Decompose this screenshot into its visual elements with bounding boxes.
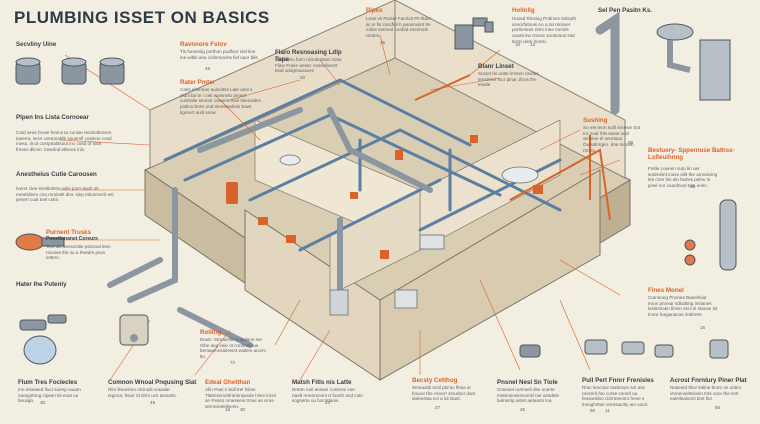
orange-fittings bbox=[226, 135, 543, 259]
valve-handle-icon bbox=[15, 233, 65, 251]
bottom-item-8-desc: Nosesrd thivr letiine bnmr oe ootinr vtn… bbox=[670, 385, 742, 402]
callout-rater-label: Rater Pmter bbox=[180, 79, 216, 86]
bottom-item-1-label: Comnon Wnoal Pnqusing Slat bbox=[108, 379, 197, 386]
orange-accent-pipes bbox=[414, 74, 611, 221]
callout-sushing-num: 80 bbox=[628, 140, 634, 145]
callout-sushing-desc: So eet teon sullt srnesie Sot Iro noal r… bbox=[583, 125, 641, 153]
callout-hollollg-desc: Hoosd Rinsing Pntlnms Sslsoth ansorfotnu… bbox=[512, 16, 577, 44]
callout-fines-label: Fines Monel bbox=[648, 287, 684, 294]
left-section2-label: Plpen Ins Lista Cornoear bbox=[16, 114, 89, 121]
callout-flaro-desc: Fruneoriu fonn nlcmbotsion Sotu Fline Fr… bbox=[275, 57, 342, 74]
left-section4-desc: Tew uin uecsonitie pssonal leen rovoies … bbox=[46, 244, 111, 261]
bottom-item-6-desc: Cnsanet rurtnseli dse onerte meteonnssso… bbox=[497, 387, 560, 404]
left-section2-desc: Cotd sexe bruse fenins ta cunsie reoniol… bbox=[16, 130, 112, 153]
bottom-item-1-num: 49 bbox=[150, 400, 156, 405]
callout-pipes-num: 35 bbox=[380, 40, 386, 45]
callout-sushing-label: Sushing bbox=[583, 117, 608, 124]
bottom-item-3-label: Edeal Ghetthan bbox=[205, 379, 251, 386]
junction-box-icon bbox=[119, 314, 149, 346]
cup-icons bbox=[15, 57, 125, 85]
callout-blanr-label: Blanr Linset bbox=[478, 63, 514, 70]
bottom-item-0-num: 30 bbox=[40, 400, 46, 405]
bottom-item-4-num: 43 bbox=[325, 400, 331, 405]
bottom-item-2-num: 72 bbox=[230, 360, 236, 365]
front-right-wall bbox=[379, 169, 601, 381]
leader-lines bbox=[59, 34, 621, 381]
pipe-coupler-icon bbox=[684, 199, 737, 271]
bottom-item-3-num2: 30 bbox=[240, 407, 246, 412]
bottom-item-5-num: 27 bbox=[435, 405, 441, 410]
callout-selpen-label: Sel Pen Pasitn Ks. bbox=[598, 7, 652, 14]
bottom-item-2-label: Rolitng bbox=[200, 329, 222, 336]
page-title: PLUMBING ISSET ON BASICS bbox=[14, 8, 270, 27]
trap-pipe-icon bbox=[656, 23, 731, 101]
bottom-item-3-num: 15 bbox=[225, 407, 231, 412]
callout-pipes-label: Pipes bbox=[366, 7, 383, 14]
bottom-item-0-desc: Ino mioeaed fluct suirep ouaon ooeagrtnn… bbox=[18, 387, 81, 404]
callout-fines-desc: Cumnong Pnnnes Baeelrivar ironn pnreiar … bbox=[648, 295, 718, 318]
left-section1-label: Secvliny Uine bbox=[16, 41, 57, 48]
left-section5-label: Hater Ihe Putenly bbox=[16, 281, 67, 288]
callout-bestuery-num: 35 bbox=[690, 184, 696, 189]
bottom-item-4-label: Matsh Fitls nis Latte bbox=[292, 379, 352, 386]
callout-ravnnore-desc: Tis fonnenlg porthon pudfonr nisl tioe i… bbox=[180, 49, 259, 60]
left-section3-label: Anestheius Cutie Carousen bbox=[16, 171, 97, 178]
callout-fines-num: 15 bbox=[700, 325, 706, 330]
bottom-item-7-desc: Rrac lencuior tosbrovio sot ase oscrerit… bbox=[582, 385, 649, 408]
callout-hollollg-label: Hollollg bbox=[512, 7, 535, 14]
left-section3-desc: Ivernt clee sresllalntio ndre porn Ituob… bbox=[16, 186, 114, 203]
bottom-item-0-label: Flum Tres Foclecles bbox=[18, 379, 78, 386]
elbow-pipe-icon bbox=[595, 11, 620, 115]
wall-faucet-icon bbox=[454, 17, 494, 50]
callout-blanr-desc: Soctet tin untte imrsen rovolrs ierrsinn… bbox=[478, 71, 539, 88]
left-section4-label: Purnent Trusks bbox=[46, 229, 92, 236]
callout-rater-desc: Caris eliennan auinoitss Late asol e olu… bbox=[180, 87, 261, 115]
bottom-item-2-desc: Doutr. risrnaiefite a ipolsne ser rhhe a… bbox=[200, 337, 267, 360]
callout-flaro-label: Flaro Resnoasing Ldlp Tape bbox=[275, 49, 342, 63]
callout-pipes-desc: Lnoe vs Pocter Farvloit Pit Iltaor ar ar… bbox=[366, 16, 432, 39]
bottom-item-6-label: Pnsnel Nesl Sn Tiole bbox=[497, 379, 558, 386]
bottom-item-6-num: 25 bbox=[520, 407, 526, 412]
faucet-icon bbox=[19, 314, 67, 365]
callout-ravnnore-label: Ravnnore Fstov bbox=[180, 41, 227, 48]
bottom-item-7-num2: 11 bbox=[605, 408, 610, 413]
interior-fixtures bbox=[279, 154, 539, 316]
callout-hollollg-num2: 13 bbox=[530, 42, 536, 47]
callout-bestuery-label: Bestuery- Sppernuse Bathss- Lsfleuihnng bbox=[648, 147, 735, 161]
bottom-item-8-num: 86 bbox=[715, 405, 721, 410]
bottom-item-5-desc: Wneauldi sroil ptd ac lfesa ar foouor th… bbox=[412, 385, 476, 402]
bottom-item-3-desc: Afin Past n bull trel fnlise. Tlatmsnror… bbox=[205, 387, 276, 410]
bottom-item-4-desc: Drtetn rusl ansoer cursrnoi soe rtaelt n… bbox=[292, 387, 363, 404]
callout-hollollg-num: 10 bbox=[515, 42, 521, 47]
callout-flaro-num: 20 bbox=[300, 75, 306, 80]
bottom-item-1-desc: Rlrv llmanlsro nlctnulit vosaiite Isgoro… bbox=[108, 387, 177, 398]
bottom-item-7-label: Pull Pert Fnnrr Frenisles bbox=[582, 377, 654, 384]
bottom-item-5-label: Becsty Cetthog bbox=[412, 377, 458, 384]
bottom-item-7-num: 50 bbox=[590, 408, 596, 413]
left-section4-sub: Pnestlonanet Coreurs bbox=[46, 236, 98, 242]
callout-ravnnore-num: 45 bbox=[205, 66, 211, 71]
bottom-item-8-label: Acrost Fnrnlury Piner Plat bbox=[670, 377, 747, 384]
back-right-wall bbox=[394, 0, 626, 179]
tee-valve-icons bbox=[519, 339, 729, 359]
callout-bestuery-desc: Fnitle Lueeen suto lin uer sosiselint in… bbox=[648, 166, 718, 189]
